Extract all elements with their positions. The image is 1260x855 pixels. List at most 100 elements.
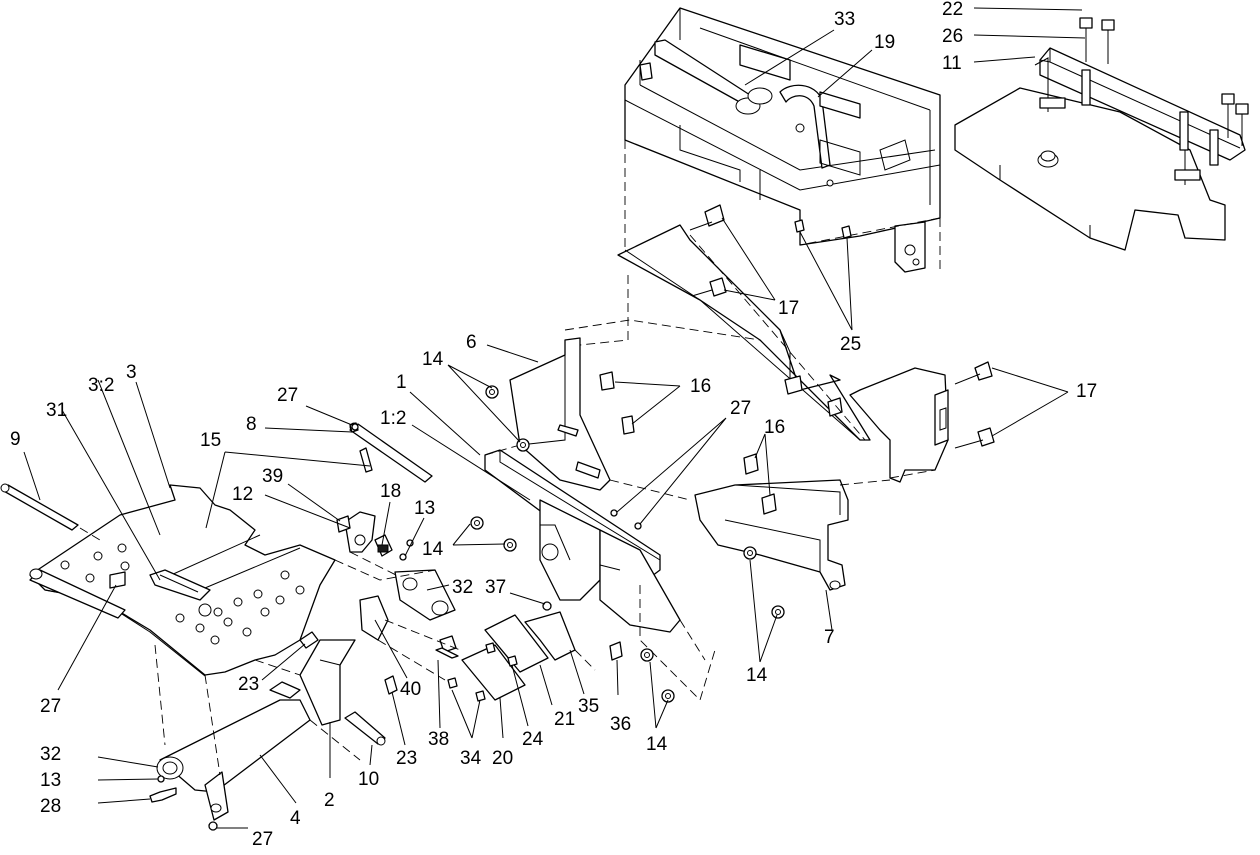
callout-label: 2 bbox=[324, 790, 335, 811]
callout-label: 14 bbox=[422, 539, 444, 560]
callout-label: 40 bbox=[400, 679, 421, 700]
callout-label: 14 bbox=[746, 665, 768, 686]
callout-label: 21 bbox=[554, 709, 575, 730]
callout-label: 27 bbox=[252, 829, 273, 850]
callout-label: 37 bbox=[485, 577, 506, 598]
callout-label: 27 bbox=[277, 385, 298, 406]
callout-label: 32 bbox=[40, 744, 61, 765]
pin bbox=[435, 647, 459, 659]
bolt bbox=[475, 690, 486, 702]
callout-label: 16 bbox=[690, 376, 711, 397]
callout-label: 38 bbox=[428, 729, 449, 750]
step-plate-3 bbox=[29, 484, 336, 677]
cylinder-4 bbox=[156, 681, 311, 821]
callout-label: 14 bbox=[646, 734, 668, 755]
small-part bbox=[542, 601, 552, 611]
callout-label: 9 bbox=[10, 429, 21, 450]
nut bbox=[470, 516, 484, 530]
console-housing bbox=[624, 7, 941, 273]
nut bbox=[208, 821, 218, 831]
bolt bbox=[841, 225, 852, 239]
small-part bbox=[351, 423, 359, 431]
bolt bbox=[599, 371, 615, 391]
callout-label: 7 bbox=[824, 627, 835, 648]
bolt bbox=[794, 219, 805, 233]
callout-label: 24 bbox=[522, 729, 544, 750]
callout-label: 36 bbox=[610, 714, 631, 735]
callout-label: 32 bbox=[452, 577, 473, 598]
small-part bbox=[399, 553, 407, 561]
callout-label: 27 bbox=[730, 398, 751, 419]
bolt bbox=[954, 427, 995, 449]
bolt bbox=[691, 277, 727, 297]
top-bar-assembly bbox=[954, 17, 1249, 251]
bolt bbox=[761, 493, 777, 515]
rail-1 bbox=[484, 449, 681, 633]
bolt bbox=[485, 642, 496, 654]
bolt bbox=[149, 787, 177, 803]
callout-label: 15 bbox=[200, 430, 221, 451]
callout-label: 39 bbox=[262, 466, 283, 487]
bolt bbox=[689, 204, 725, 231]
alignment-lines bbox=[79, 125, 956, 776]
callout-label: 23 bbox=[396, 748, 417, 769]
pedal-rod-9 bbox=[0, 483, 126, 619]
callout-label: 6 bbox=[466, 332, 477, 353]
leader-lines bbox=[23, 7, 1086, 829]
nut bbox=[640, 648, 654, 662]
bolt bbox=[621, 415, 635, 435]
center-shield bbox=[617, 224, 871, 441]
step-holes bbox=[60, 543, 305, 645]
bolt bbox=[507, 655, 518, 667]
callout-label: 11 bbox=[942, 53, 962, 74]
callout-label: 8 bbox=[246, 414, 257, 435]
callout-label: 13 bbox=[414, 498, 435, 519]
bolt bbox=[743, 453, 759, 475]
pivot-assembly bbox=[299, 511, 456, 649]
bolt bbox=[954, 361, 993, 385]
callout-label: 31 bbox=[46, 400, 67, 421]
callout-label: 22 bbox=[942, 0, 963, 20]
nut bbox=[503, 538, 517, 552]
callout-label: 14 bbox=[422, 349, 444, 370]
plate-6 bbox=[509, 337, 611, 491]
small-part bbox=[610, 509, 618, 517]
callout-label: 33 bbox=[834, 9, 855, 30]
callout-label: 35 bbox=[578, 696, 599, 717]
bolt bbox=[384, 675, 398, 695]
nut bbox=[485, 385, 499, 399]
callout-label: 26 bbox=[942, 26, 963, 47]
pin bbox=[359, 447, 373, 473]
callout-label: 10 bbox=[358, 769, 379, 790]
small-part bbox=[634, 522, 642, 530]
callout-label: 18 bbox=[380, 481, 401, 502]
callout-label: 13 bbox=[40, 770, 61, 791]
bolt bbox=[447, 677, 458, 689]
callout-label: 3 bbox=[126, 362, 137, 383]
nut bbox=[743, 546, 757, 560]
callout-label: 4 bbox=[290, 808, 301, 829]
callout-label: 23 bbox=[238, 674, 259, 695]
callout-label: 1:2 bbox=[380, 408, 406, 429]
callout-label: 19 bbox=[874, 32, 895, 53]
callout-label: 3:2 bbox=[88, 375, 114, 396]
bracket-7 bbox=[694, 367, 949, 591]
callout-label: 27 bbox=[40, 696, 61, 717]
bolt bbox=[609, 641, 623, 661]
callout-label: 1 bbox=[396, 372, 407, 393]
small-part bbox=[157, 775, 165, 783]
callout-label: 25 bbox=[840, 334, 861, 355]
callout-label: 17 bbox=[778, 298, 799, 319]
callout-label: 34 bbox=[460, 748, 482, 769]
callout-label: 17 bbox=[1076, 381, 1097, 402]
nut bbox=[771, 605, 785, 619]
callout-label: 12 bbox=[232, 484, 253, 505]
callout-label: 16 bbox=[764, 417, 785, 438]
callout-labels: 22 26 11 33 19 17 25 17 6 14 16 1 1:2 27… bbox=[10, 0, 1097, 850]
callout-label: 20 bbox=[492, 748, 513, 769]
pedal-arm-2 bbox=[299, 639, 386, 746]
callout-label: 28 bbox=[40, 796, 61, 817]
nut bbox=[661, 689, 675, 703]
